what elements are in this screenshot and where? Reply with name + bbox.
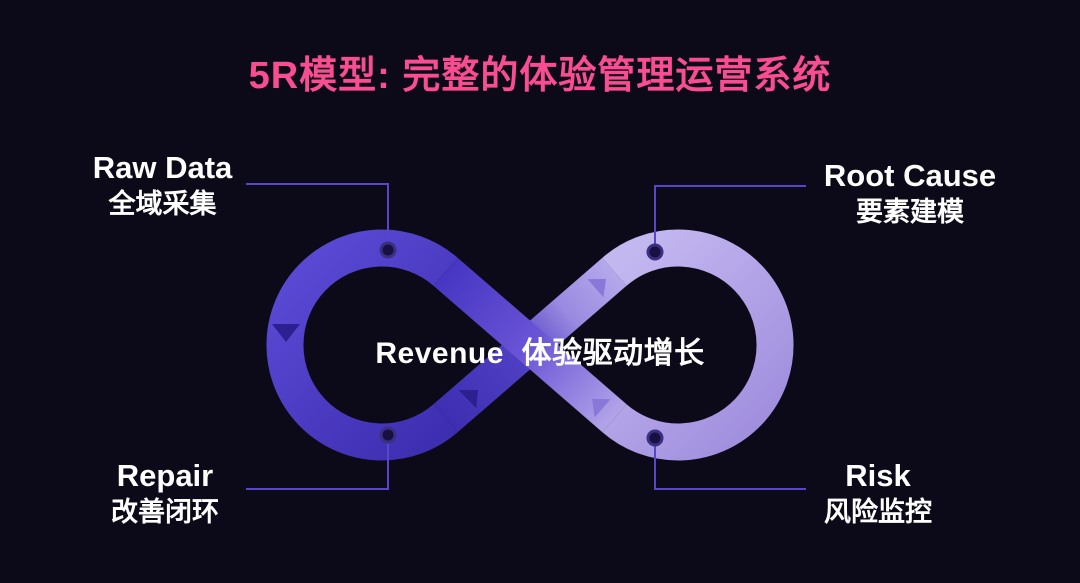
infinity-over-band	[433, 257, 627, 433]
node-en-label: Raw Data	[92, 150, 233, 185]
infinity-right-loop	[602, 229, 794, 461]
node-label-raw-data: Raw Data 全域采集	[50, 150, 275, 222]
flow-arrow-right-loop-icon	[587, 279, 606, 298]
node-zh-label: 要素建模	[856, 196, 964, 227]
flow-arrow-left-loop-icon	[272, 324, 300, 342]
node-en-label: Risk	[845, 458, 911, 493]
connector-dot-repair	[379, 426, 397, 444]
flow-arrow-under-band-icon	[458, 390, 478, 409]
node-en-label: Root Cause	[823, 158, 997, 193]
connector-line-raw-data	[246, 183, 389, 250]
connector-line-risk	[654, 438, 806, 490]
node-en-label: Repair	[116, 458, 214, 493]
node-zh-label: 风险监控	[824, 496, 932, 527]
center-label: Revenue 体验驱动增长	[375, 337, 705, 370]
node-label-root-cause: Root Cause 要素建模	[790, 158, 1030, 230]
connector-line-root-cause	[654, 185, 806, 252]
node-zh-label: 全域采集	[108, 188, 217, 219]
flow-arrow-over-band-icon	[592, 399, 611, 418]
node-label-risk: Risk 风险监控	[768, 458, 988, 530]
node-label-repair: Repair 改善闭环	[55, 458, 275, 530]
connector-dot-risk	[646, 429, 664, 447]
connector-dot-root-cause	[646, 243, 664, 261]
slide-title: 5R模型: 完整的体验管理运营系统	[248, 55, 832, 97]
node-zh-label: 改善闭环	[111, 496, 219, 527]
connector-dot-raw-data	[379, 241, 397, 259]
connector-line-repair	[246, 435, 389, 490]
